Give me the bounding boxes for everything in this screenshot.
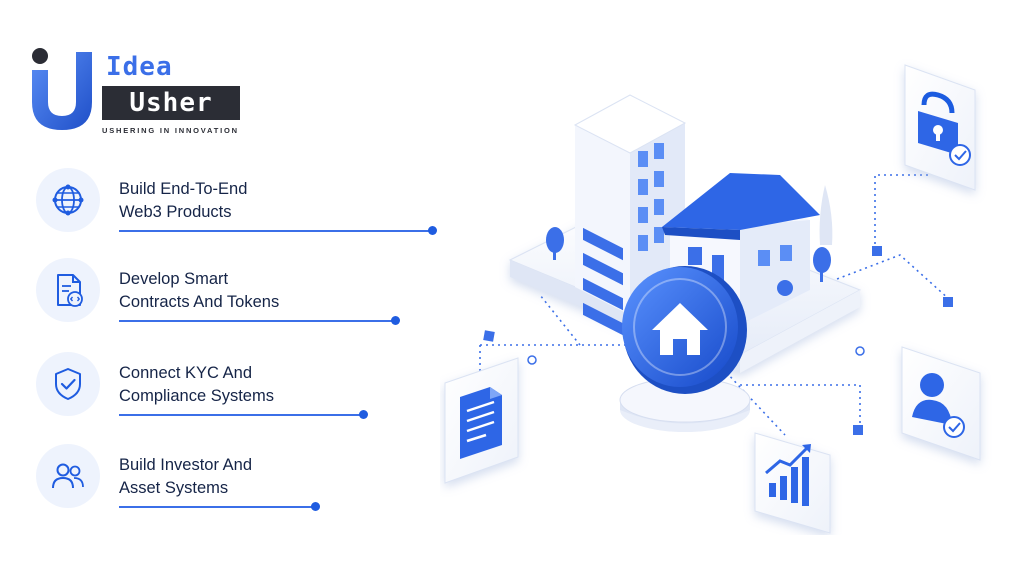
feature-underline	[119, 506, 315, 508]
feature-line-2: Web3 Products	[119, 203, 232, 221]
growth-chart-card	[754, 432, 831, 534]
shield-check-icon	[55, 368, 81, 400]
feature-underline	[119, 414, 363, 416]
feature-icon-container	[36, 444, 100, 508]
house-token	[619, 266, 751, 432]
feature-line-1: Connect KYC And	[119, 364, 252, 382]
feature-underline-dot	[428, 226, 437, 235]
brand-name-bottom: Usher	[129, 88, 213, 118]
feature-text: Connect KYC And Compliance Systems	[119, 362, 274, 408]
brand-name-top: Idea	[106, 52, 173, 82]
feature-item: Build End-To-End Web3 Products	[36, 168, 456, 248]
feature-underline-dot	[391, 316, 400, 325]
feature-item: Connect KYC And Compliance Systems	[36, 352, 456, 432]
feature-item: Develop Smart Contracts And Tokens	[36, 258, 456, 338]
feature-line-1: Build Investor And	[119, 456, 252, 474]
code-document-icon	[57, 274, 83, 307]
feature-icon-container	[36, 258, 100, 322]
globe-network-icon	[52, 184, 84, 216]
lock-check-card	[904, 64, 976, 191]
feature-icon-container	[36, 168, 100, 232]
logo: Idea Usher USHERING IN INNOVATION	[28, 46, 248, 138]
growth-chart-icon	[765, 444, 811, 506]
trees	[546, 185, 833, 296]
real-estate-tokenization-illustration	[444, 64, 981, 534]
user-check-icon	[912, 373, 965, 438]
feature-text: Develop Smart Contracts And Tokens	[119, 268, 279, 314]
feature-text: Build End-To-End Web3 Products	[119, 178, 247, 224]
feature-line-2: Compliance Systems	[119, 387, 274, 405]
logo-mark-icon	[32, 48, 92, 130]
feature-underline	[119, 230, 432, 232]
brand-tagline: USHERING IN INNOVATION	[102, 126, 239, 135]
document-card	[444, 357, 519, 484]
feature-item: Build Investor And Asset Systems	[36, 444, 456, 524]
lock-check-icon	[918, 91, 971, 166]
house-token-icon	[652, 303, 708, 355]
brand-name-box: Usher	[102, 86, 240, 120]
feature-underline-dot	[359, 410, 368, 419]
user-check-card	[901, 346, 981, 461]
feature-text: Build Investor And Asset Systems	[119, 454, 252, 500]
feature-underline	[119, 320, 395, 322]
feature-line-2: Asset Systems	[119, 479, 229, 497]
feature-line-2: Contracts And Tokens	[119, 293, 280, 311]
feature-line-1: Build End-To-End	[119, 180, 248, 198]
feature-line-1: Develop Smart	[119, 270, 229, 288]
cube-nodes	[483, 246, 953, 435]
feature-underline-dot	[311, 502, 320, 511]
feature-icon-container	[36, 352, 100, 416]
users-icon	[52, 463, 84, 489]
document-icon	[460, 387, 502, 459]
